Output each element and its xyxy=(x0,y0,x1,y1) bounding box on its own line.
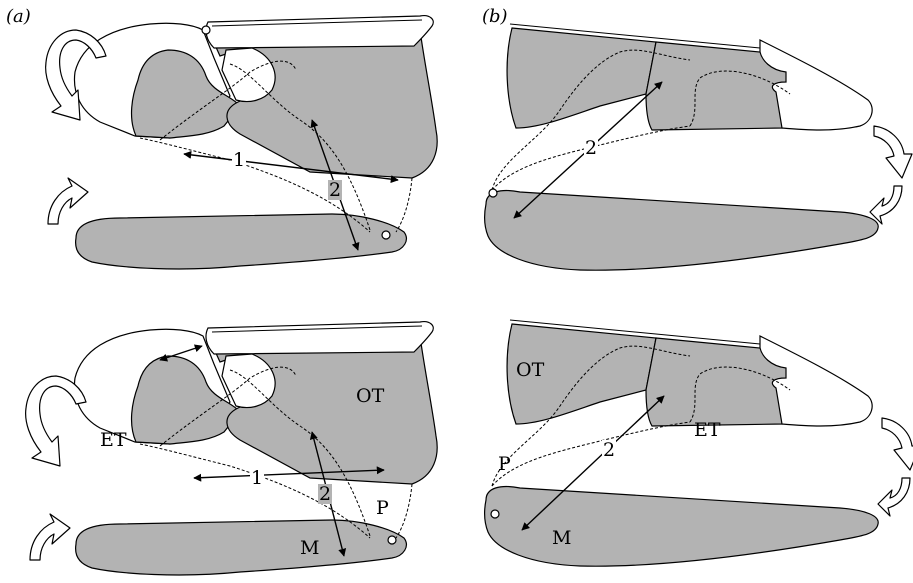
measure-2-label: 2 xyxy=(329,179,341,201)
label-p: P xyxy=(376,497,389,519)
curved-rotation-arrow-icon xyxy=(48,178,88,224)
measure-2-label: 2 xyxy=(585,137,597,159)
label-m: M xyxy=(300,537,319,559)
skull-b-top xyxy=(485,24,879,270)
label-ot: OT xyxy=(356,385,385,407)
pivot-circle-icon xyxy=(382,231,390,239)
curved-rotation-arrow-icon xyxy=(26,376,86,466)
pivot-circle-icon xyxy=(491,510,499,518)
label-ot: OT xyxy=(516,359,545,381)
measure-2-label: 2 xyxy=(319,483,331,505)
label-et: ET xyxy=(694,419,721,441)
measure-1-label: 1 xyxy=(251,467,263,489)
measure-1-label: 1 xyxy=(233,149,245,171)
label-p: P xyxy=(498,453,511,475)
panel-b-label: (b) xyxy=(482,6,508,27)
label-et: ET xyxy=(100,429,127,451)
skull-a-bottom xyxy=(74,322,437,575)
pivot-circle-icon xyxy=(202,26,210,34)
pivot-circle-icon xyxy=(388,536,396,544)
skull-b-bottom xyxy=(485,320,879,566)
skull-a-top xyxy=(74,16,437,269)
measure-2-label: 2 xyxy=(603,439,615,461)
label-m: M xyxy=(552,527,571,549)
pivot-circle-icon xyxy=(489,189,497,197)
curved-rotation-arrow-icon xyxy=(878,418,913,516)
curved-rotation-arrow-icon xyxy=(870,126,912,224)
panel-a-label: (a) xyxy=(6,6,31,27)
curved-rotation-arrow-icon xyxy=(30,514,70,560)
